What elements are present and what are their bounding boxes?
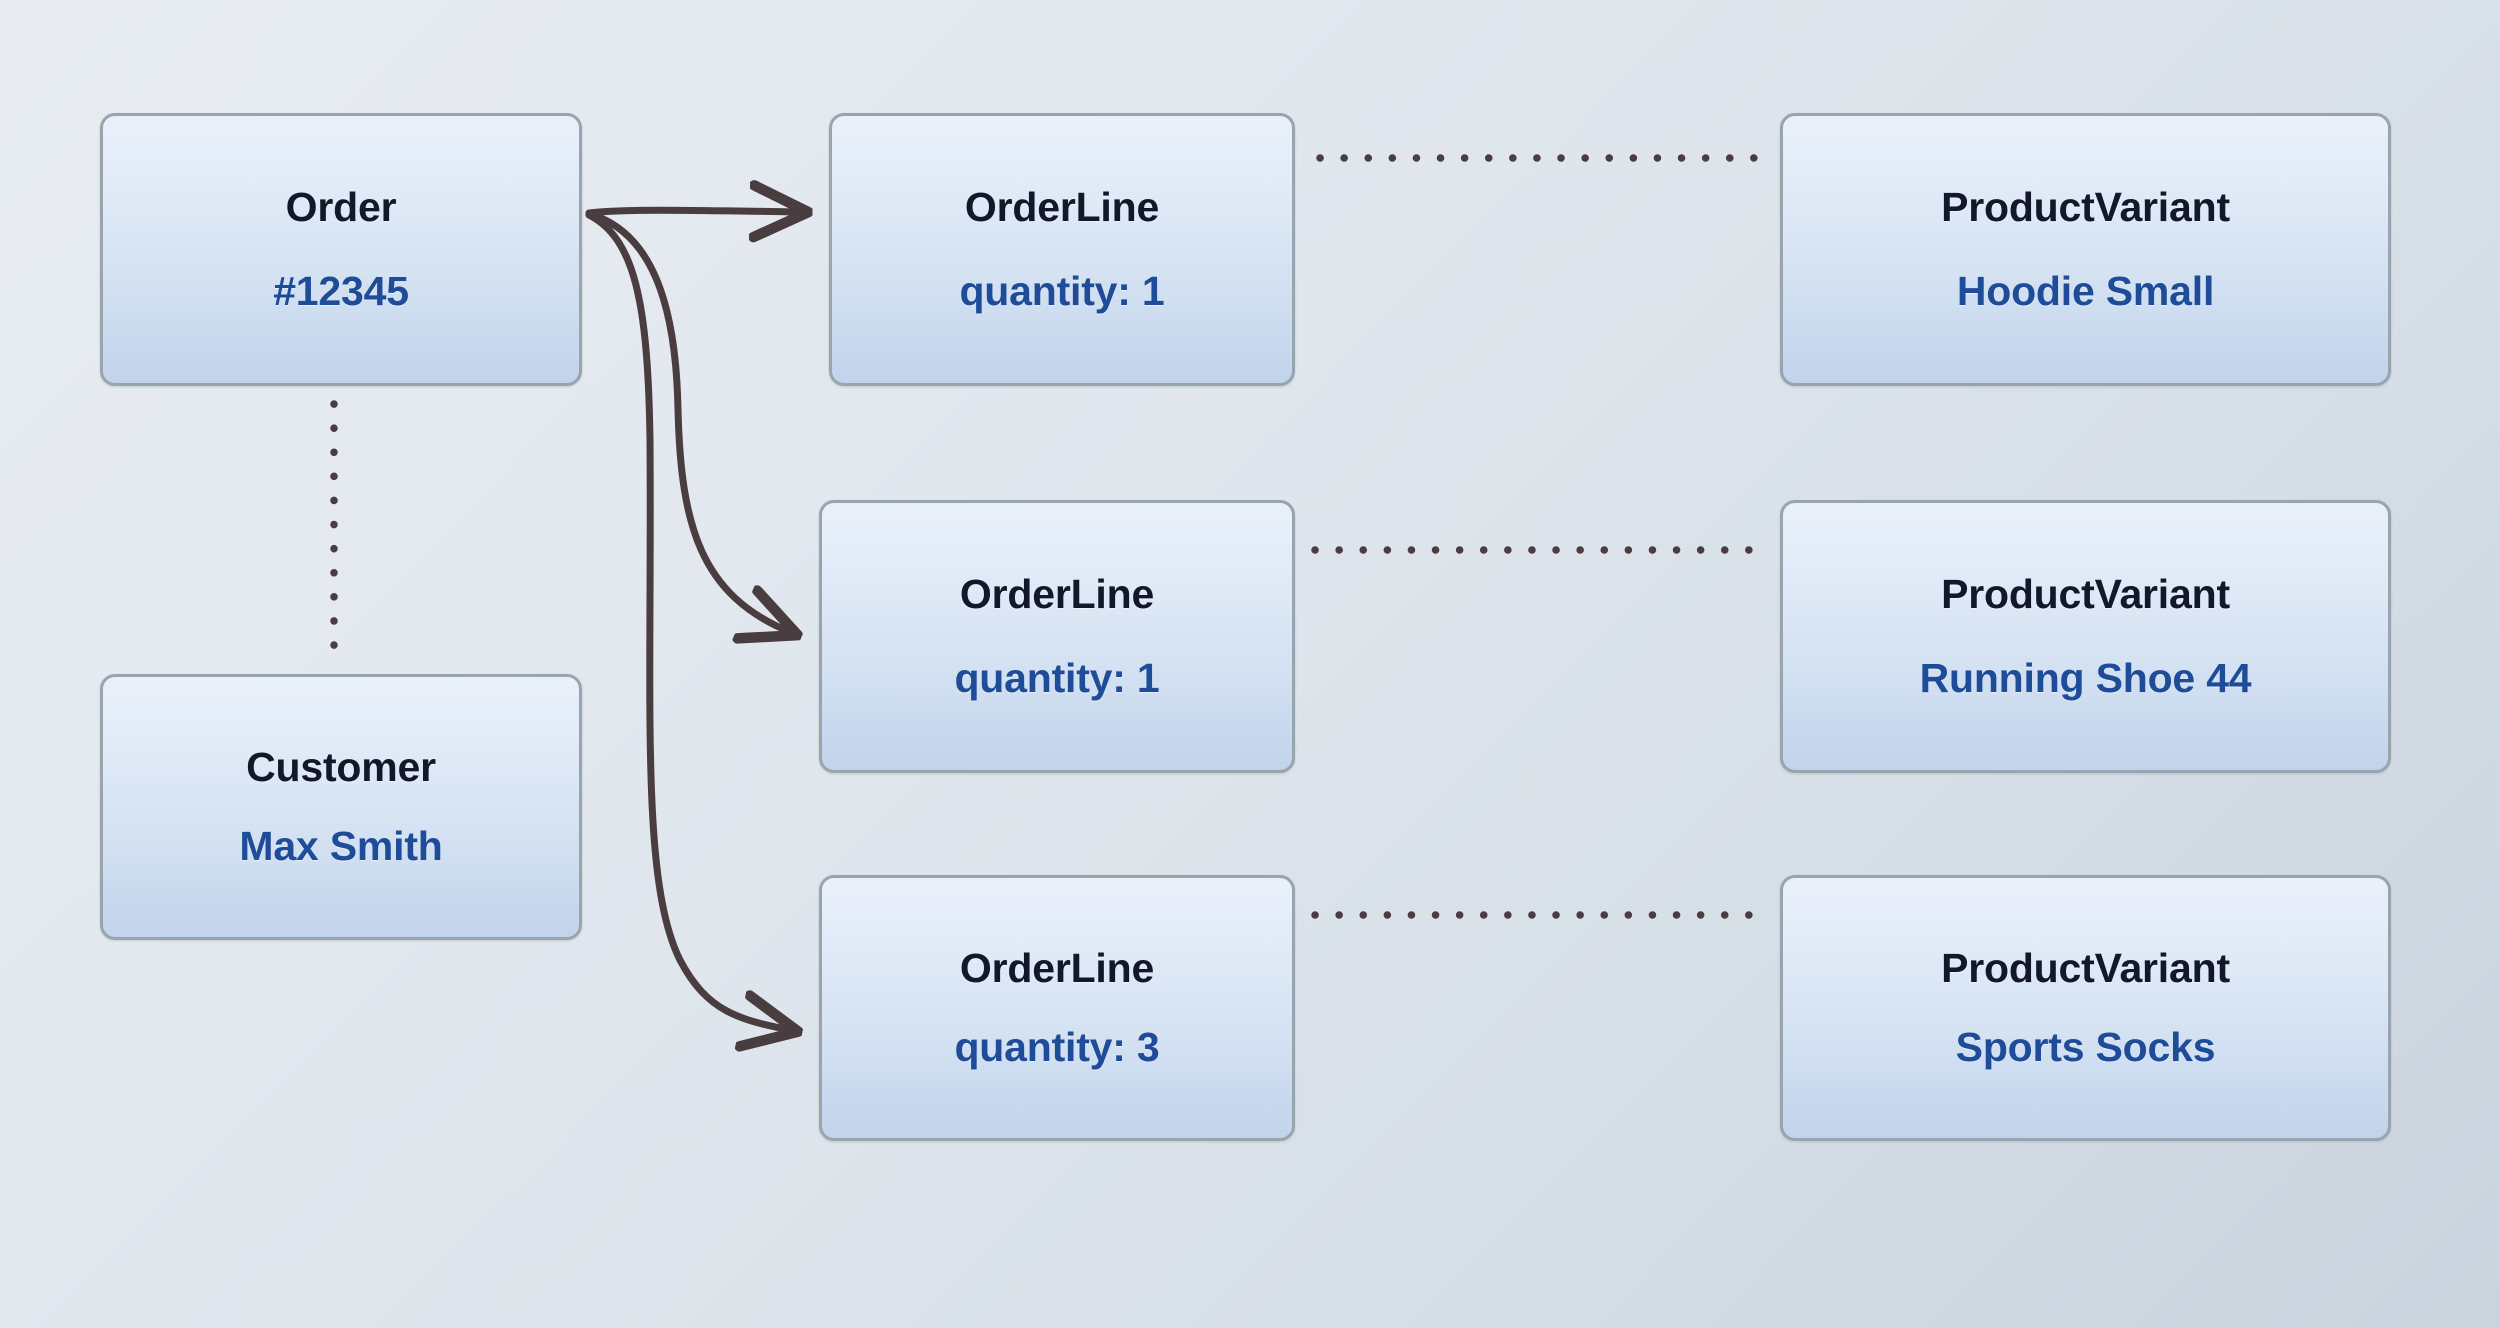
node-customer-title: Customer — [246, 743, 436, 790]
node-productvariant-2[interactable]: ProductVariant Running Shoe 44 — [1780, 500, 2391, 773]
node-productvariant-1-subtitle: Hoodie Small — [1956, 267, 2215, 314]
node-orderline-1[interactable]: OrderLine quantity: 1 — [829, 113, 1295, 386]
node-customer-subtitle: Max Smith — [239, 823, 443, 869]
node-orderline-3[interactable]: OrderLine quantity: 3 — [819, 875, 1295, 1141]
node-orderline-1-title: OrderLine — [964, 184, 1160, 231]
node-productvariant-2-title: ProductVariant — [1941, 571, 2230, 618]
node-productvariant-2-subtitle: Running Shoe 44 — [1919, 654, 2252, 701]
edge-order-to-orderline-3 — [585, 211, 790, 1030]
node-productvariant-3-title: ProductVariant — [1941, 944, 2230, 991]
node-order[interactable]: Order #12345 — [100, 113, 582, 386]
edge-order-to-orderline-2 — [586, 210, 790, 632]
edge-order-to-orderline-1 — [585, 210, 800, 213]
node-orderline-1-subtitle: quantity: 1 — [959, 267, 1165, 314]
node-productvariant-1-title: ProductVariant — [1941, 184, 2230, 231]
node-productvariant-3-subtitle: Sports Socks — [1955, 1024, 2216, 1070]
node-order-title: Order — [285, 184, 397, 231]
node-productvariant-3[interactable]: ProductVariant Sports Socks — [1780, 875, 2391, 1141]
node-orderline-2-title: OrderLine — [959, 571, 1155, 618]
node-orderline-2-subtitle: quantity: 1 — [954, 654, 1160, 701]
node-order-subtitle: #12345 — [273, 267, 409, 314]
node-orderline-3-subtitle: quantity: 3 — [954, 1024, 1160, 1070]
node-orderline-3-title: OrderLine — [959, 944, 1155, 991]
node-orderline-2[interactable]: OrderLine quantity: 1 — [819, 500, 1295, 773]
node-productvariant-1[interactable]: ProductVariant Hoodie Small — [1780, 113, 2391, 386]
node-customer[interactable]: Customer Max Smith — [100, 674, 582, 940]
